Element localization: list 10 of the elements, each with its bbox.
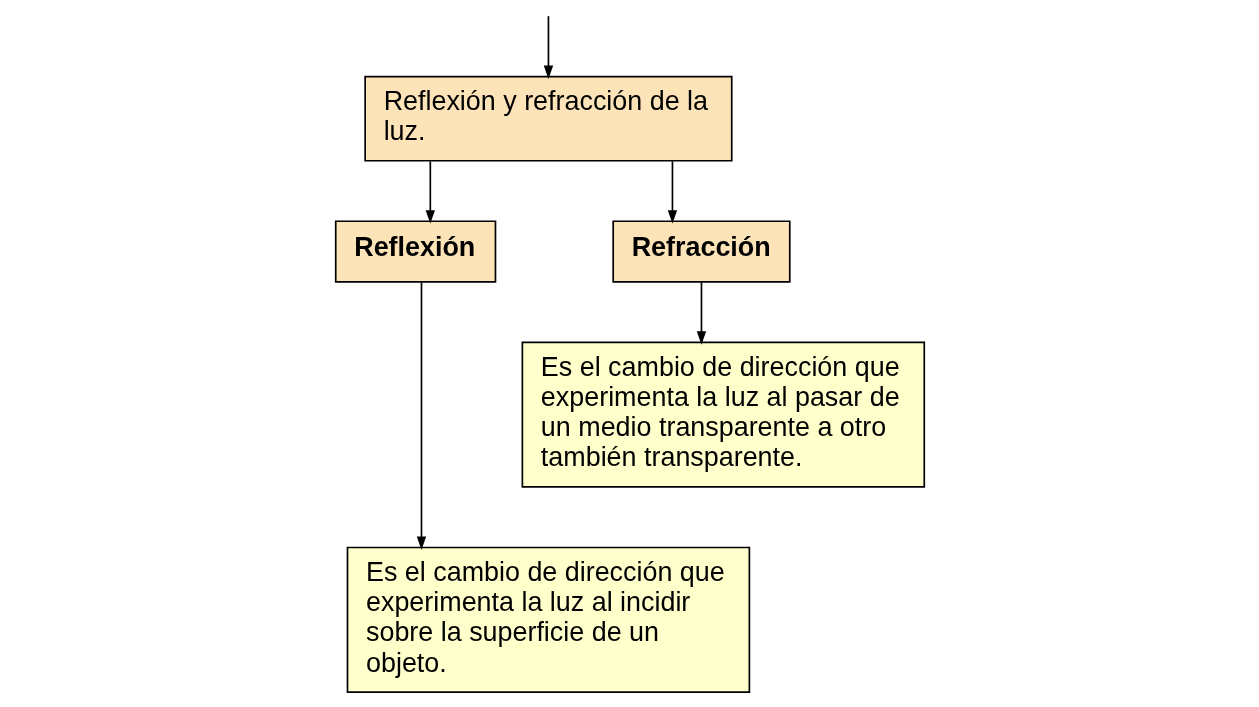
arrow — [696, 281, 706, 345]
node-box: Reflexión y refracción de la luz. — [363, 75, 733, 162]
arrow — [416, 281, 426, 550]
node-box: Es el cambio de dirección que experimenta la luz al pasar de un medio transparente a otro también transparente. — [521, 341, 925, 488]
node-box: Reflexión — [334, 220, 496, 283]
node-box: Refracción — [611, 220, 791, 283]
arrow — [543, 15, 553, 79]
arrow — [425, 160, 435, 224]
node-box: Es el cambio de dirección que experimenta la luz al incidir sobre la superficie de un objeto. — [346, 546, 750, 693]
arrow — [667, 160, 677, 224]
